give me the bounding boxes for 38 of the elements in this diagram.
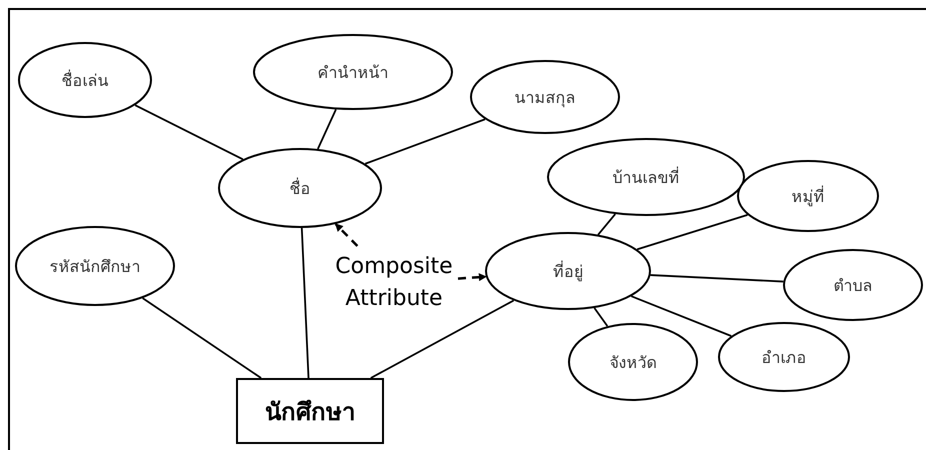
connector-line bbox=[650, 274, 784, 282]
attribute-label: คำนำหน้า bbox=[318, 62, 388, 84]
connector-line bbox=[317, 109, 337, 150]
attribute-ellipse bbox=[18, 42, 152, 118]
attribute-ellipse bbox=[737, 160, 879, 232]
attribute-ellipse bbox=[485, 232, 651, 310]
attribute-label: ชื่อเล่น bbox=[62, 68, 108, 92]
connector-line bbox=[370, 300, 514, 379]
attribute-label: บ้านเลขที่ bbox=[612, 166, 680, 188]
attribute-label: ตำบล bbox=[834, 274, 872, 296]
attribute-ellipse bbox=[15, 226, 175, 306]
connector-line bbox=[597, 214, 616, 236]
attribute-label: หมู่ที่ bbox=[792, 184, 824, 208]
attribute-label: อำเภอ bbox=[762, 346, 806, 368]
attribute-label: รหัสนักศึกษา bbox=[50, 256, 140, 278]
connector-line bbox=[364, 118, 486, 165]
annotation-text: Composite Attribute bbox=[334, 253, 454, 313]
attribute-ellipse bbox=[218, 148, 382, 228]
connector-line bbox=[636, 214, 748, 250]
connector-line bbox=[142, 297, 262, 379]
entity-label: นักศึกษา bbox=[265, 396, 355, 428]
arrow bbox=[334, 223, 358, 247]
attribute-label: ชื่อ bbox=[290, 176, 310, 200]
connector-line bbox=[631, 295, 732, 337]
attribute-label: จังหวัด bbox=[610, 352, 656, 374]
arrow bbox=[458, 273, 487, 282]
attribute-ellipse bbox=[718, 322, 850, 392]
attribute-label: นามสกุล bbox=[514, 86, 576, 110]
connector-line bbox=[134, 104, 244, 160]
connector-line bbox=[300, 228, 310, 378]
attribute-ellipse bbox=[470, 60, 620, 134]
entity-box bbox=[236, 378, 384, 444]
attribute-ellipse bbox=[547, 138, 745, 216]
attribute-ellipse bbox=[568, 323, 698, 401]
attribute-ellipse bbox=[783, 249, 923, 321]
attribute-ellipse bbox=[253, 34, 453, 110]
connector-line bbox=[594, 307, 608, 327]
attribute-label: ที่อยู่ bbox=[553, 260, 583, 284]
